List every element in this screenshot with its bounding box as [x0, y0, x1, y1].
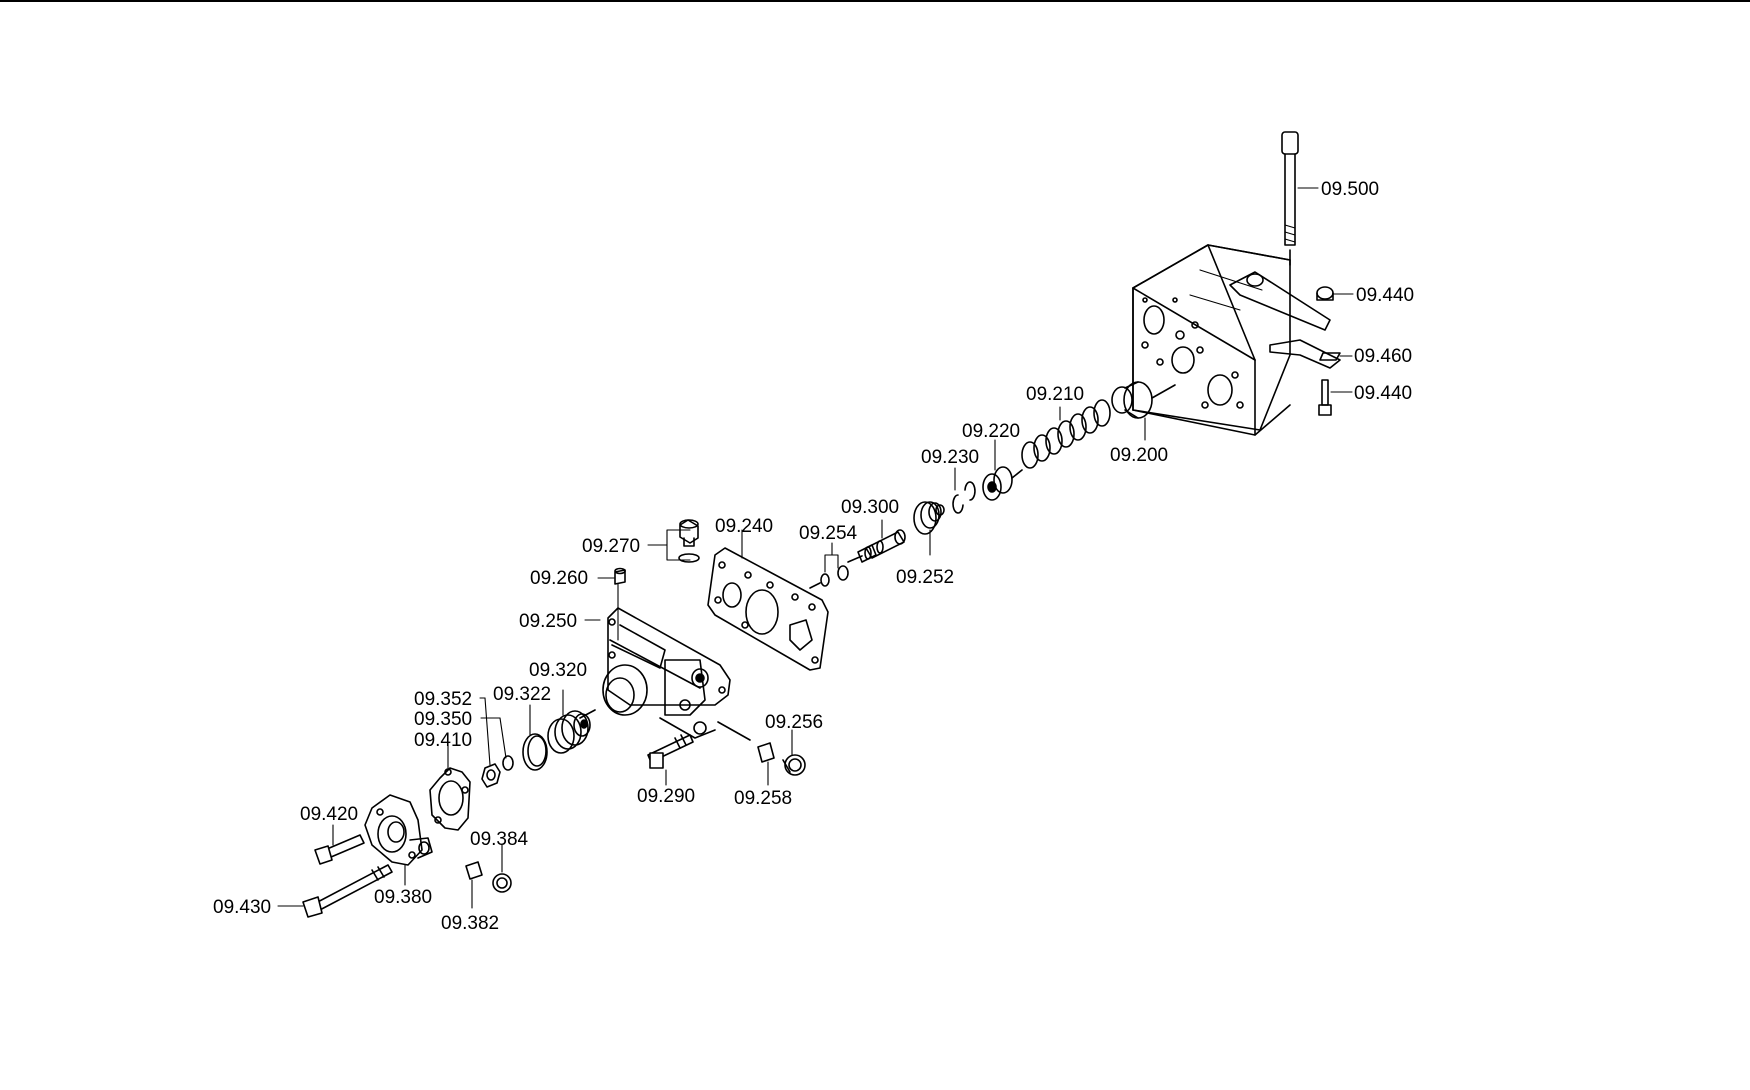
bolt-09430 [302, 864, 393, 918]
leader-lines [277, 187, 1354, 909]
ring-09350 [502, 755, 514, 771]
part-label-09500: 09.500 [1321, 179, 1379, 200]
part-label-09382: 09.382 [441, 913, 499, 934]
part-label-09256: 09.256 [765, 712, 823, 733]
part-label-09410: 09.410 [414, 730, 472, 751]
bolt-09420 [314, 834, 365, 865]
part-label-09300: 09.300 [841, 497, 899, 518]
part-label-09260: 09.260 [530, 568, 588, 589]
top-border-rule [0, 0, 1750, 2]
lower-screw [1318, 379, 1332, 416]
retaining-plate [1319, 352, 1341, 361]
part-label-09250: 09.250 [519, 611, 577, 632]
part-label-09460: 09.460 [1354, 346, 1412, 367]
part-label-09258: 09.258 [734, 788, 792, 809]
part-labels: 09.500 09.440 09.460 09.440 09.210 09.22… [213, 179, 1414, 934]
plug-09270 [678, 519, 700, 563]
part-label-09352: 09.352 [414, 689, 472, 710]
part-label-09210: 09.210 [1026, 384, 1084, 405]
plug-09256 [782, 754, 806, 776]
part-label-09440-lower: 09.440 [1354, 383, 1412, 404]
part-label-09254: 09.254 [799, 523, 858, 544]
spring-09210 [1021, 399, 1111, 469]
part-label-09252: 09.252 [896, 567, 954, 588]
part-label-09440-upper: 09.440 [1356, 285, 1414, 306]
piston-09320 [547, 710, 591, 754]
spring-seat-09220 [982, 466, 1023, 501]
plug-09258 [757, 742, 775, 763]
part-label-09322: 09.322 [493, 684, 551, 705]
part-label-09200: 09.200 [1110, 445, 1168, 466]
long-bolt [1281, 131, 1299, 266]
part-label-09230: 09.230 [921, 447, 979, 468]
gasket-09410 [429, 767, 471, 831]
plug-09260 [614, 567, 626, 585]
housing-block [1132, 244, 1341, 436]
part-label-09350: 09.350 [414, 709, 472, 730]
piston-09200 [1111, 381, 1176, 419]
part-label-09220: 09.220 [962, 421, 1020, 442]
part-label-09320: 09.320 [529, 660, 587, 681]
seal-09252 [913, 501, 945, 535]
part-label-09240: 09.240 [715, 516, 773, 537]
valve-cover-09250 [579, 607, 751, 741]
part-label-09420: 09.420 [300, 804, 358, 825]
plug-09384 [492, 873, 512, 893]
circlip-09230 [952, 481, 976, 514]
part-label-09430: 09.430 [213, 897, 271, 918]
end-cover-09380 [364, 794, 433, 866]
bolt-09290 [647, 734, 694, 769]
gasket-09240 [707, 547, 829, 671]
upper-nut [1316, 286, 1334, 301]
seal-rings-09254 [809, 565, 849, 589]
part-label-09270: 09.270 [582, 536, 640, 557]
o-ring-09322 [522, 733, 548, 771]
valve-stem-09300 [847, 529, 906, 563]
part-label-09384: 09.384 [470, 829, 529, 850]
plug-09382 [465, 861, 483, 880]
nut-09352 [481, 763, 501, 788]
part-label-09380: 09.380 [374, 887, 432, 908]
part-label-09290: 09.290 [637, 786, 695, 807]
